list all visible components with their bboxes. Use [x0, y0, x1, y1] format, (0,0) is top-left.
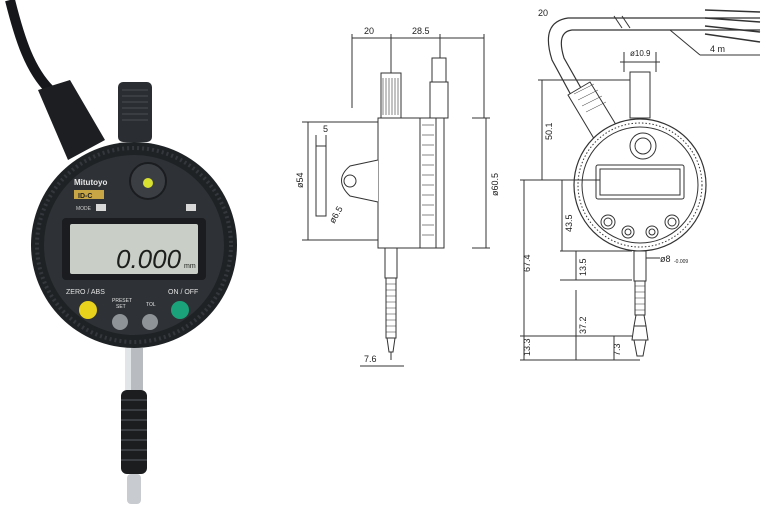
zero-abs-button[interactable] — [79, 301, 97, 319]
preset-button[interactable] — [112, 314, 128, 330]
dim-20-cable: 20 — [538, 8, 548, 18]
dim-5: 5 — [323, 124, 328, 134]
on-off-label: ON / OFF — [168, 289, 198, 296]
dim-7-6: 7.6 — [364, 354, 377, 364]
dim-o8-tol: -0.009 — [674, 259, 688, 265]
tol-label: TOL — [146, 302, 156, 308]
contact-point — [127, 474, 141, 504]
dim-50-1: 50.1 — [544, 122, 554, 140]
dim-o6-5: ø6.5 — [327, 204, 345, 225]
lcd-screen — [70, 224, 198, 274]
dim-o60-5: ø60.5 — [490, 173, 500, 196]
dim-4m: 4 m — [710, 44, 725, 54]
dim-43-5: 43.5 — [564, 214, 574, 232]
mode-button[interactable] — [96, 204, 106, 211]
dim-o8: ø8 — [660, 254, 671, 264]
front-view-dimensions: 20 4 m ø10.9 50.1 43.5 67.4 13.5 37.2 13… — [522, 8, 725, 356]
front-view-drawing — [520, 9, 761, 361]
dim-28-5: 28.5 — [412, 26, 430, 36]
dim-o54: ø54 — [295, 172, 305, 188]
series-badge: ID-C — [78, 193, 92, 200]
stem-grip — [121, 390, 147, 474]
set-label: SET — [116, 304, 126, 310]
dim-o10-9: ø10.9 — [630, 49, 651, 58]
zero-abs-label: ZERO / ABS — [66, 289, 105, 296]
on-off-button[interactable] — [171, 301, 189, 319]
dim-7-3: 7.3 — [612, 343, 622, 356]
top-cap — [118, 82, 152, 142]
brand-label: Mitutoyo — [74, 178, 107, 187]
dim-20-side: 20 — [364, 26, 374, 36]
led-indicator — [143, 178, 153, 188]
preset-label: PRESET — [112, 298, 132, 304]
tol-indicator — [186, 204, 196, 211]
cable-connector — [38, 80, 105, 160]
dim-13-3: 13.3 — [522, 338, 532, 356]
lcd-unit: mm — [184, 263, 196, 270]
dim-13-5: 13.5 — [578, 258, 588, 276]
dim-67-4: 67.4 — [522, 254, 532, 272]
side-view-drawing — [302, 34, 490, 367]
lcd-value: 0.000 — [116, 244, 182, 274]
dim-37-2: 37.2 — [578, 316, 588, 334]
indicator-photo: Mitutoyo ID-C MODE 0.000 mm ZERO / ABS O… — [5, 0, 237, 504]
tol-button[interactable] — [142, 314, 158, 330]
mode-label: MODE — [76, 206, 92, 212]
